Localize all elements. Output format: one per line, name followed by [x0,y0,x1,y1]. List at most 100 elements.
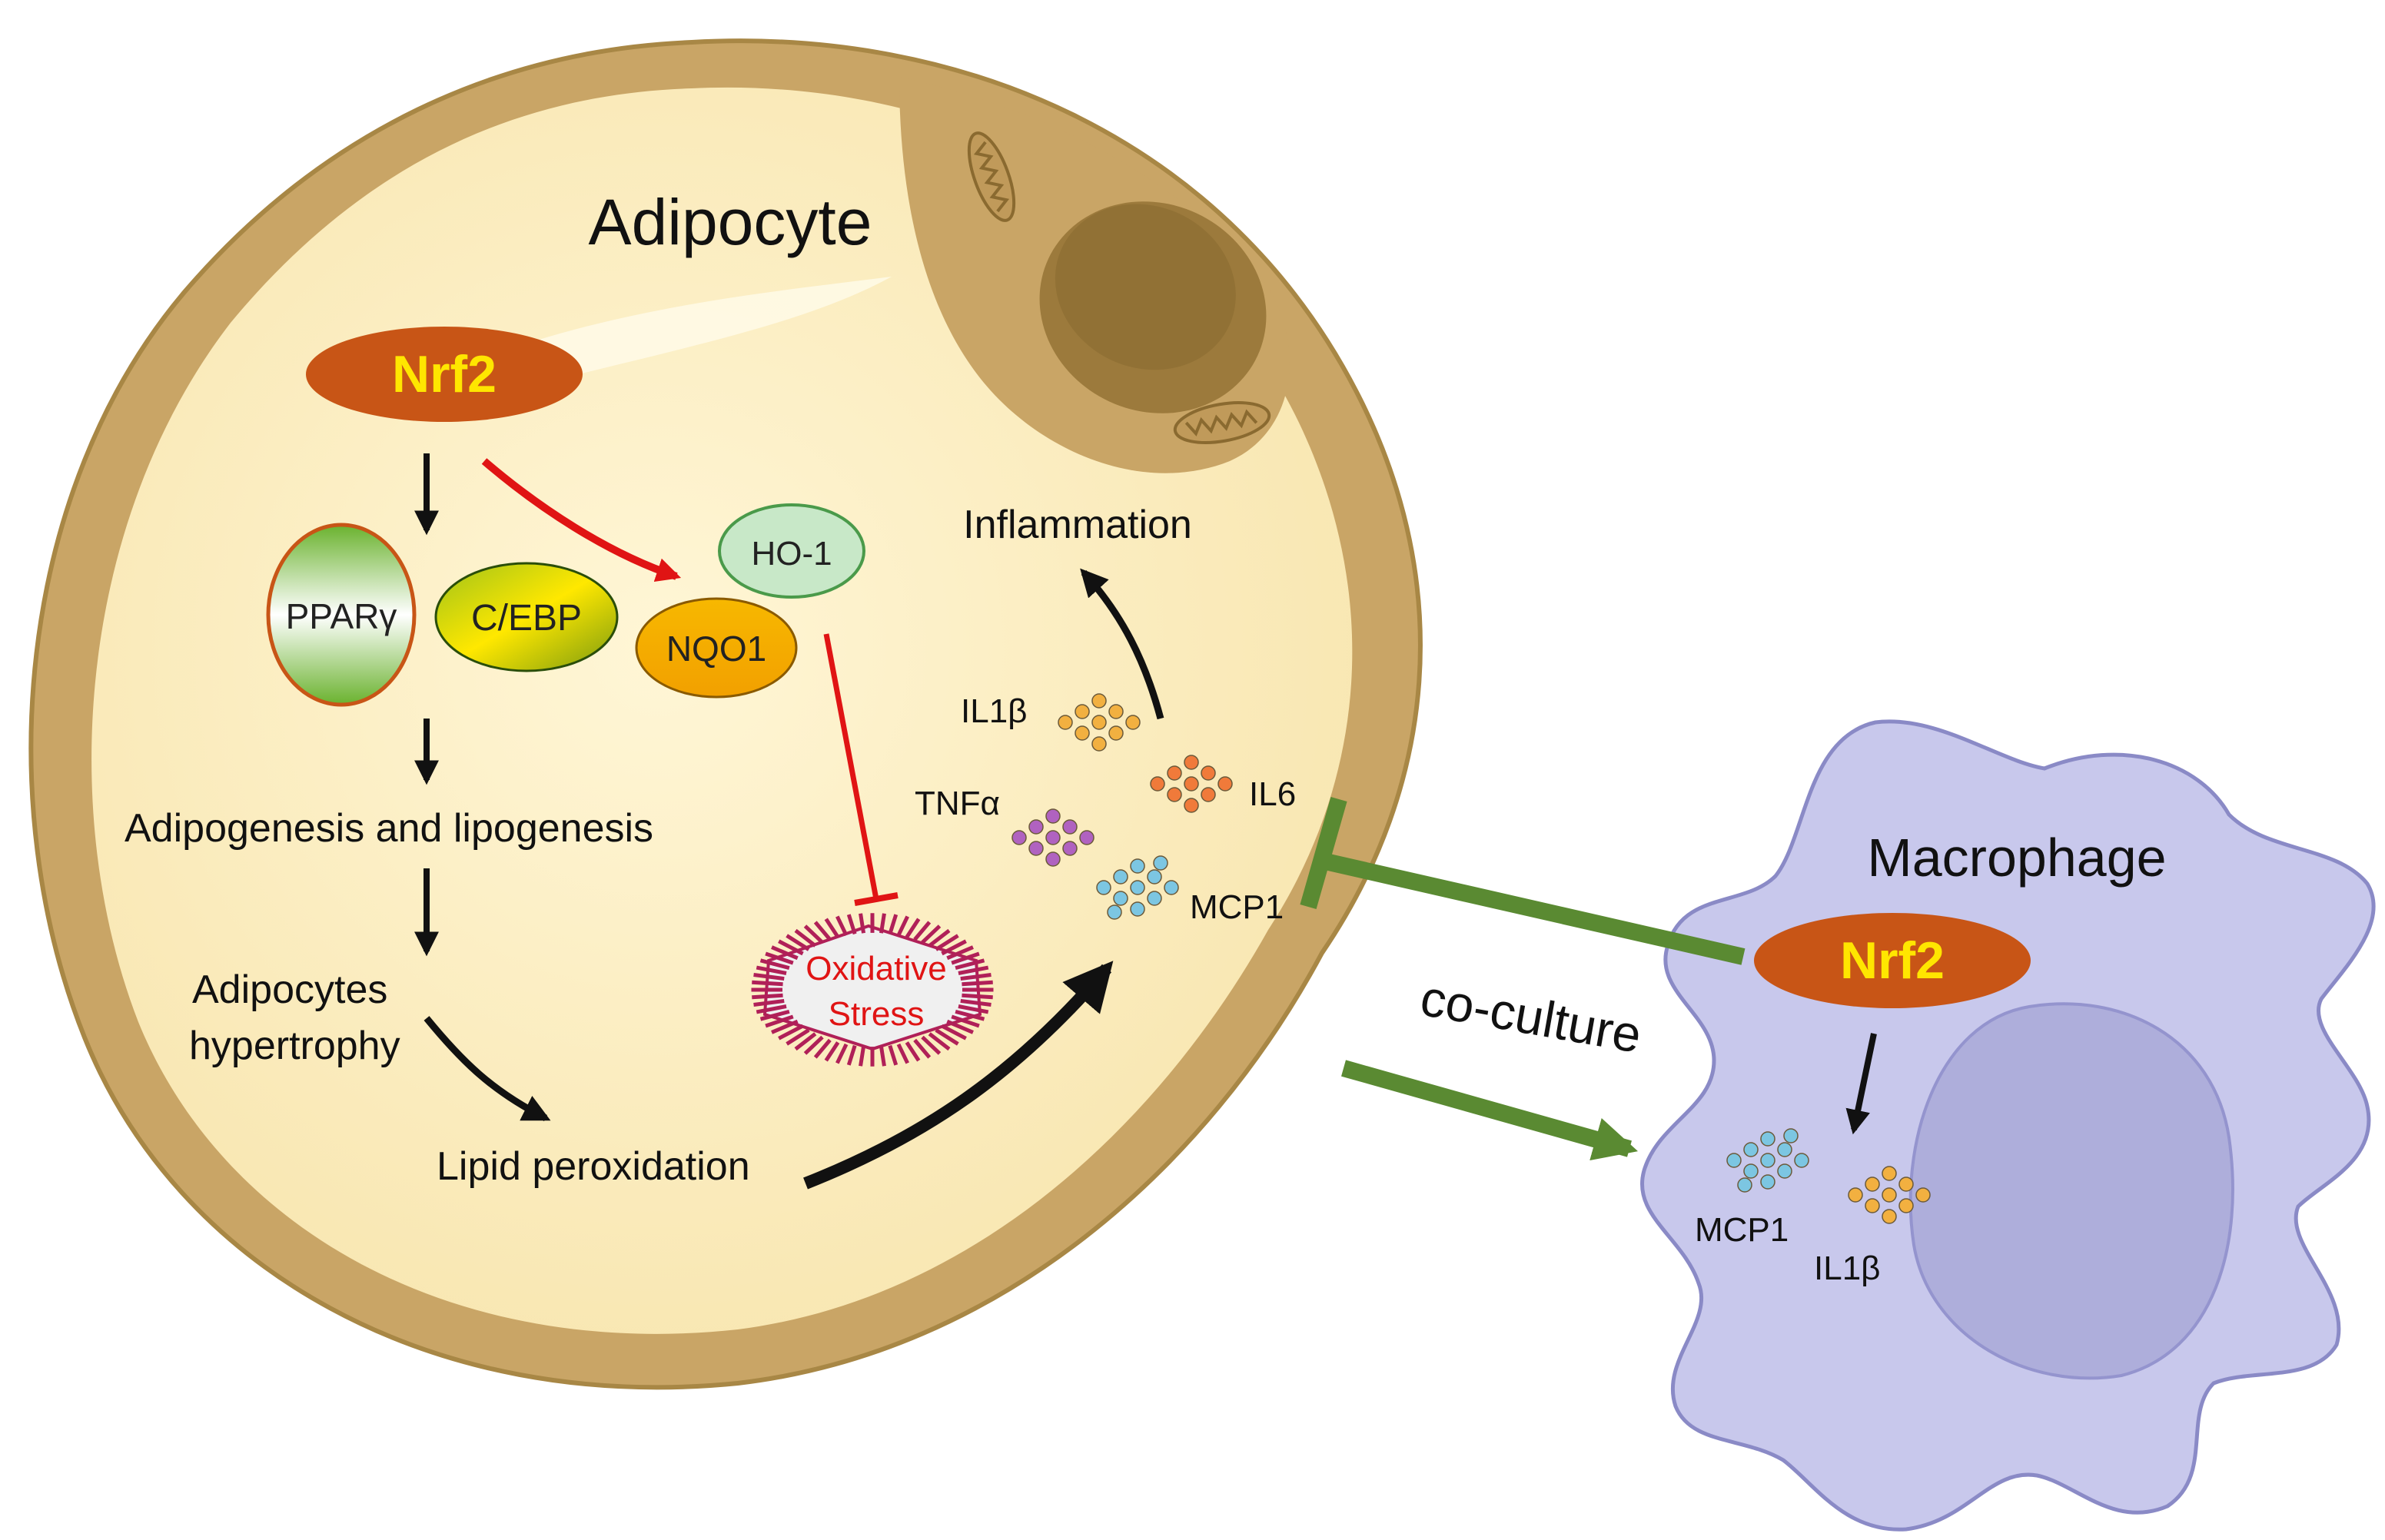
il6-dot [1184,776,1199,792]
il1b-dot [1125,715,1141,730]
burst-spike [928,928,951,948]
burst-spike [913,921,932,941]
burst-spike [896,915,909,937]
burst-spike [962,993,993,1000]
burst-spike [935,1028,959,1046]
mcp1-dot [1113,869,1128,885]
burst-spike [888,914,899,935]
ho1-node [718,503,865,599]
arrow-macrophage-nrf2-down [1845,1033,1877,1135]
mcp1-dot [1743,1163,1759,1179]
coculture-inhibit-bar [1300,796,1347,910]
il6-dot [1201,765,1216,781]
ppar-label: PPARγ [286,596,397,636]
cebp-node [434,562,619,672]
il1b-dot [1882,1166,1897,1181]
burst-spike [846,914,857,935]
burst-spike [786,934,810,951]
il1b-dot [1848,1187,1863,1203]
mcp1-dot [1760,1153,1775,1168]
il1b-dot [1865,1198,1880,1213]
mcp1-dot [1130,858,1145,874]
burst-spike [759,958,790,971]
burst-spike [765,1014,794,1028]
ho1-label: HO-1 [751,535,832,573]
nqo1-label: NQO1 [666,629,766,669]
mcp1-dot [1147,869,1162,885]
burst-spike [941,1024,967,1040]
tnfa-dot [1028,819,1044,835]
mcp1-dot [1737,1177,1752,1193]
hypertrophy-label-1: Adipocytes [192,967,387,1012]
burst-spike [803,1035,824,1055]
mitochondrion-icon [1173,401,1271,444]
burst-spike [753,973,785,981]
burst-spike [794,928,817,948]
coculture-inhibit-line [1320,852,1746,965]
burst-spike [955,958,985,971]
burst-spike [913,1038,932,1059]
il6-dot [1184,755,1199,770]
adipogenesis-label: Adipogenesis and lipogenesis [125,806,653,851]
oxidative-stress-burst [762,924,982,1051]
arrow-nrf2-to-ho1-nqo1 [481,458,682,582]
mcp1-dot [1783,1128,1799,1143]
mcp1-dot [1096,880,1111,895]
burst-spike [753,998,785,1007]
burst-spike [752,993,783,1000]
cytokine-dots-adipocyte [1011,693,1233,920]
mcp1-label: MCP1 [1190,888,1284,926]
macrophage-nucleus [1908,1002,2234,1380]
oxidative-stress-spikes [751,913,994,1067]
burst-spike [879,1046,886,1067]
macrophage-il1b-label: IL1β [1814,1250,1880,1287]
burst-spike [813,1038,832,1059]
il1b-dot [1882,1187,1897,1203]
hypertrophy-label-2: hypertrophy [189,1024,400,1068]
burst-spike [905,918,921,938]
tnfa-dot [1079,830,1095,845]
coculture-label: co-culture [1417,969,1646,1064]
il1b-dot [1898,1177,1914,1192]
cebp-label: C/EBP [471,598,582,639]
burst-spike [921,1035,942,1055]
burst-spike [824,918,840,938]
il1b-dot [1898,1198,1914,1213]
burst-spike [951,951,980,965]
tnfa-dot [1028,841,1044,856]
burst-spike [928,1032,951,1051]
mitochondrion-icon [967,131,1016,222]
arrow-cytokines-to-inflammation [1080,568,1164,720]
burst-spike [786,1028,810,1046]
burst-spike [955,1009,985,1021]
il6-dot [1201,787,1216,802]
il6-dot [1217,776,1233,792]
inflammation-label: Inflammation [963,503,1192,547]
tnfa-dot [1045,808,1061,824]
il6-label: IL6 [1249,775,1296,813]
adipocyte-cell: Adipocyte Nrf2 PPARγ C/EBP HO-1 NQO1 Oxi… [28,38,1423,1390]
il6-dot [1167,765,1182,781]
burst-spike [778,939,804,956]
oxidative-stress-line1: Oxidative [806,950,946,987]
coculture-activate-arrow [1341,1060,1639,1161]
il1b-dot [1091,715,1107,730]
mcp1-dot [1107,904,1122,920]
macrophage-nrf2-label: Nrf2 [1840,931,1945,990]
inhibit-nqo1-oxidative [823,633,879,900]
mcp1-dot [1153,855,1168,871]
burst-spike [794,1032,817,1051]
burst-spike [824,1041,840,1062]
burst-spike [846,1044,857,1066]
macrophage-nrf2-node [1754,913,2031,1008]
inhibit-bar [854,892,899,906]
il6-dot [1167,787,1182,802]
mcp1-dot [1743,1142,1759,1157]
burst-spike [813,921,832,941]
macrophage-mcp1-label: MCP1 [1695,1211,1789,1249]
burst-spike [896,1043,909,1064]
lipid-peroxidation-label: Lipid peroxidation [437,1144,750,1189]
mcp1-dot [1130,880,1145,895]
tnfa-label: TNFα [915,785,1000,822]
